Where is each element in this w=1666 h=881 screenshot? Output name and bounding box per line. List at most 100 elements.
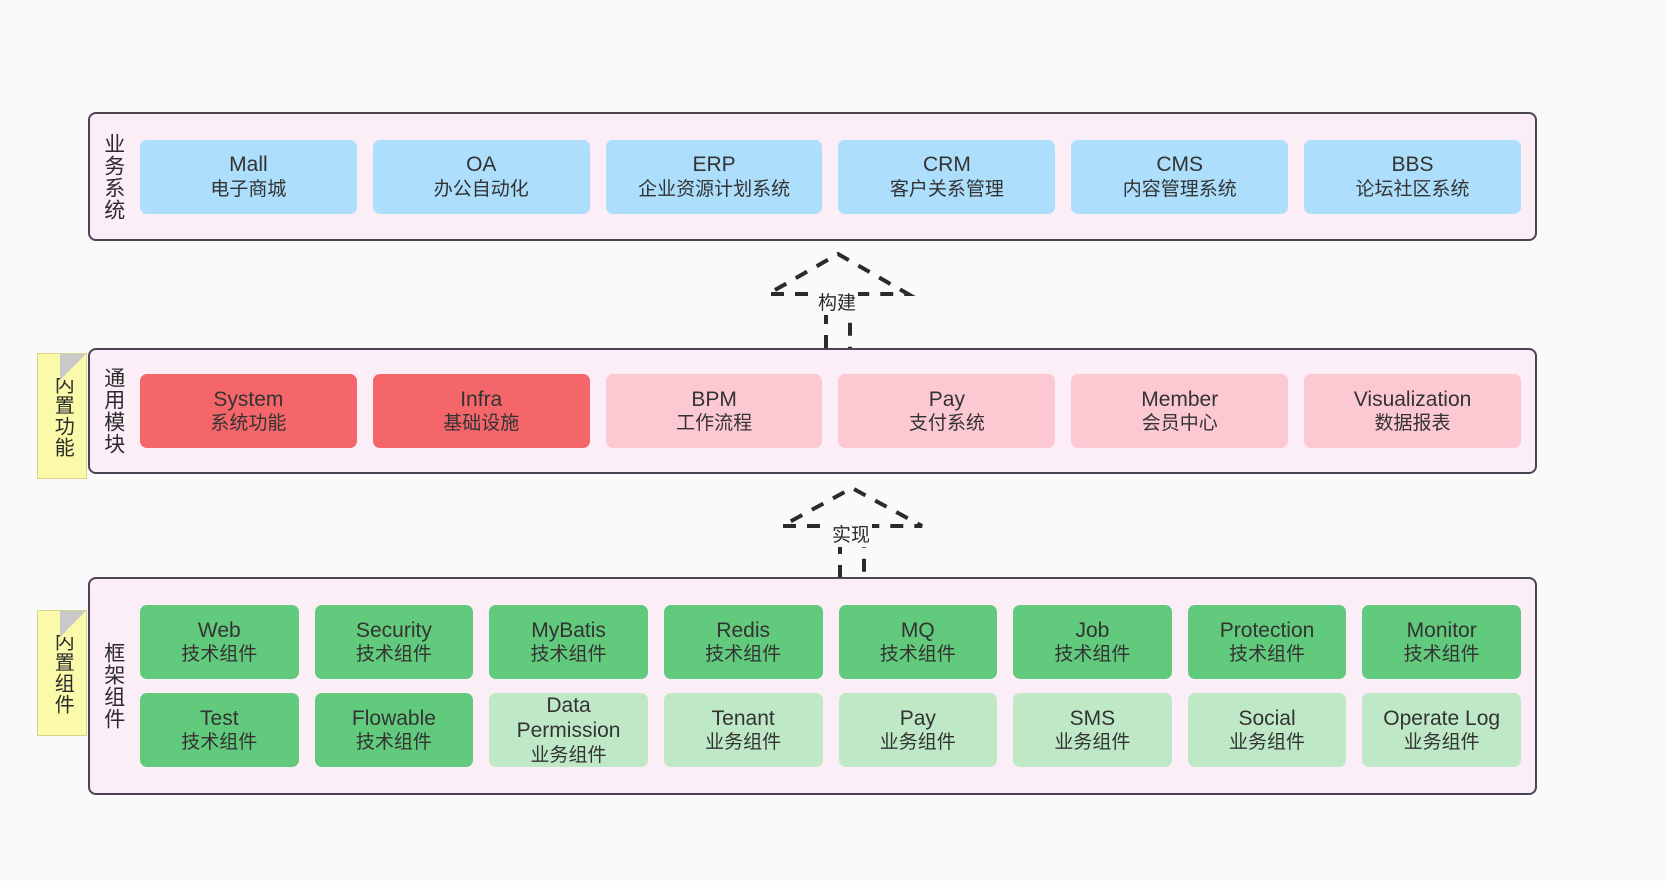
card-data-permission[interactable]: Data Permission 业务组件 — [489, 693, 648, 767]
card-title: Web — [197, 618, 241, 642]
connector-build-label: 构建 — [816, 288, 859, 315]
card-row: Mall 电子商城 OA 办公自动化 ERP 企业资源计划系统 CRM 客户关系… — [140, 139, 1521, 214]
card-title: Security — [356, 618, 432, 642]
card-title: Visualization — [1353, 387, 1472, 411]
card-title: CRM — [922, 153, 971, 177]
card-title: Mall — [229, 153, 268, 177]
card-pay-business[interactable]: Pay 业务组件 — [838, 693, 998, 767]
card-title: Member — [1141, 387, 1219, 411]
card-subtitle: 会员中心 — [1141, 413, 1218, 435]
card-oa[interactable]: OA 办公自动化 — [372, 139, 590, 214]
card-member[interactable]: Member 会员中心 — [1071, 374, 1289, 448]
layer-common-modules-body: System 系统功能 Infra 基础设施 BPM 工作流程 Pay 支付系统… — [136, 350, 1535, 472]
connector-realize: 实现 — [762, 485, 962, 578]
layer-common-modules-title: 通用模块 — [101, 367, 125, 455]
note-label: 内置组件 — [51, 631, 74, 715]
card-subtitle: 支付系统 — [908, 413, 985, 435]
card-subtitle: 业务组件 — [1403, 732, 1480, 754]
card-protection[interactable]: Protection 技术组件 — [1187, 605, 1347, 679]
card-subtitle: 业务组件 — [879, 732, 956, 754]
card-subtitle: 技术组件 — [1054, 644, 1131, 666]
card-subtitle: 技术组件 — [705, 644, 782, 666]
card-bbs[interactable]: BBS 论坛社区系统 — [1304, 139, 1521, 214]
card-sms[interactable]: SMS 业务组件 — [1013, 693, 1172, 767]
dashed-arrow-up-icon — [781, 485, 923, 578]
card-crm[interactable]: CRM 客户关系管理 — [838, 139, 1056, 214]
card-title: SMS — [1069, 706, 1116, 730]
page-fold-icon — [60, 611, 86, 637]
card-subtitle: 工作流程 — [676, 413, 753, 435]
card-title: Protection — [1219, 618, 1315, 642]
card-subtitle: 技术组件 — [1403, 644, 1480, 666]
card-subtitle: 办公自动化 — [433, 178, 529, 200]
card-title: MQ — [900, 618, 935, 642]
layer-business-systems: 业务系统 Mall 电子商城 OA 办公自动化 ERP 企业资源计划系统 CRM… — [88, 112, 1537, 241]
card-flowable[interactable]: Flowable 技术组件 — [314, 693, 474, 767]
card-subtitle: 业务组件 — [530, 745, 607, 767]
card-subtitle: 客户关系管理 — [889, 178, 1004, 200]
card-subtitle: 基础设施 — [443, 413, 520, 435]
card-title: BPM — [691, 387, 737, 411]
card-subtitle: 业务组件 — [1229, 732, 1306, 754]
card-job[interactable]: Job 技术组件 — [1013, 605, 1172, 679]
card-subtitle: 业务组件 — [705, 732, 782, 754]
card-subtitle: 系统功能 — [210, 413, 287, 435]
note-builtin-features: 内置功能 — [37, 353, 87, 479]
card-infra[interactable]: Infra 基础设施 — [372, 374, 590, 448]
connector-realize-label: 实现 — [830, 520, 873, 547]
card-social[interactable]: Social 业务组件 — [1187, 693, 1347, 767]
card-title: Social — [1238, 706, 1296, 730]
card-cms[interactable]: CMS 内容管理系统 — [1071, 139, 1289, 214]
card-subtitle: 电子商城 — [210, 178, 287, 200]
card-system[interactable]: System 系统功能 — [140, 374, 357, 448]
dashed-arrow-up-icon — [760, 251, 916, 348]
card-row: System 系统功能 Infra 基础设施 BPM 工作流程 Pay 支付系统… — [140, 374, 1521, 448]
card-tenant[interactable]: Tenant 业务组件 — [663, 693, 823, 767]
card-mall[interactable]: Mall 电子商城 — [140, 139, 357, 214]
note-builtin-components: 内置组件 — [37, 610, 87, 736]
card-title: Test — [200, 706, 239, 730]
card-subtitle: 技术组件 — [181, 644, 258, 666]
card-title: Job — [1075, 618, 1110, 642]
card-mybatis[interactable]: MyBatis 技术组件 — [489, 605, 648, 679]
card-subtitle: 技术组件 — [530, 644, 607, 666]
layer-common-modules: 通用模块 System 系统功能 Infra 基础设施 BPM 工作流程 Pay… — [88, 348, 1537, 474]
connector-build: 构建 — [748, 251, 948, 348]
card-subtitle: 技术组件 — [355, 732, 432, 754]
card-title: Operate Log — [1383, 706, 1501, 730]
card-subtitle: 业务组件 — [1054, 732, 1131, 754]
card-title: Monitor — [1406, 618, 1477, 642]
card-bpm[interactable]: BPM 工作流程 — [605, 374, 823, 448]
card-title: OA — [466, 153, 497, 177]
card-visualization[interactable]: Visualization 数据报表 — [1304, 374, 1521, 448]
card-title: Infra — [460, 387, 503, 411]
card-row: Web 技术组件 Security 技术组件 MyBatis 技术组件 Redi… — [140, 605, 1521, 679]
card-subtitle: 数据报表 — [1374, 413, 1451, 435]
card-title: Flowable — [351, 706, 436, 730]
card-security[interactable]: Security 技术组件 — [314, 605, 474, 679]
card-monitor[interactable]: Monitor 技术组件 — [1362, 605, 1521, 679]
card-title: Pay — [899, 706, 936, 730]
card-subtitle: 技术组件 — [1229, 644, 1306, 666]
card-mq[interactable]: MQ 技术组件 — [838, 605, 998, 679]
card-title: ERP — [692, 153, 736, 177]
card-pay[interactable]: Pay 支付系统 — [838, 374, 1056, 448]
card-subtitle: 内容管理系统 — [1122, 178, 1237, 200]
card-web[interactable]: Web 技术组件 — [140, 605, 299, 679]
card-title: MyBatis — [531, 618, 606, 642]
page-fold-icon — [60, 354, 86, 380]
card-subtitle: 技术组件 — [879, 644, 956, 666]
card-subtitle: 技术组件 — [181, 732, 258, 754]
layer-business-systems-title: 业务系统 — [101, 132, 125, 221]
layer-business-systems-body: Mall 电子商城 OA 办公自动化 ERP 企业资源计划系统 CRM 客户关系… — [136, 114, 1535, 239]
card-subtitle: 技术组件 — [355, 644, 432, 666]
card-test[interactable]: Test 技术组件 — [140, 693, 299, 767]
card-erp[interactable]: ERP 企业资源计划系统 — [605, 139, 823, 214]
card-title: Pay — [928, 387, 965, 411]
card-title: Redis — [716, 618, 771, 642]
card-title: CMS — [1156, 153, 1204, 177]
layer-framework-components: 框架组件 Web 技术组件 Security 技术组件 MyBatis 技术组件… — [88, 577, 1537, 795]
card-operate-log[interactable]: Operate Log 业务组件 — [1362, 693, 1521, 767]
card-redis[interactable]: Redis 技术组件 — [663, 605, 823, 679]
card-subtitle: 企业资源计划系统 — [638, 178, 791, 200]
